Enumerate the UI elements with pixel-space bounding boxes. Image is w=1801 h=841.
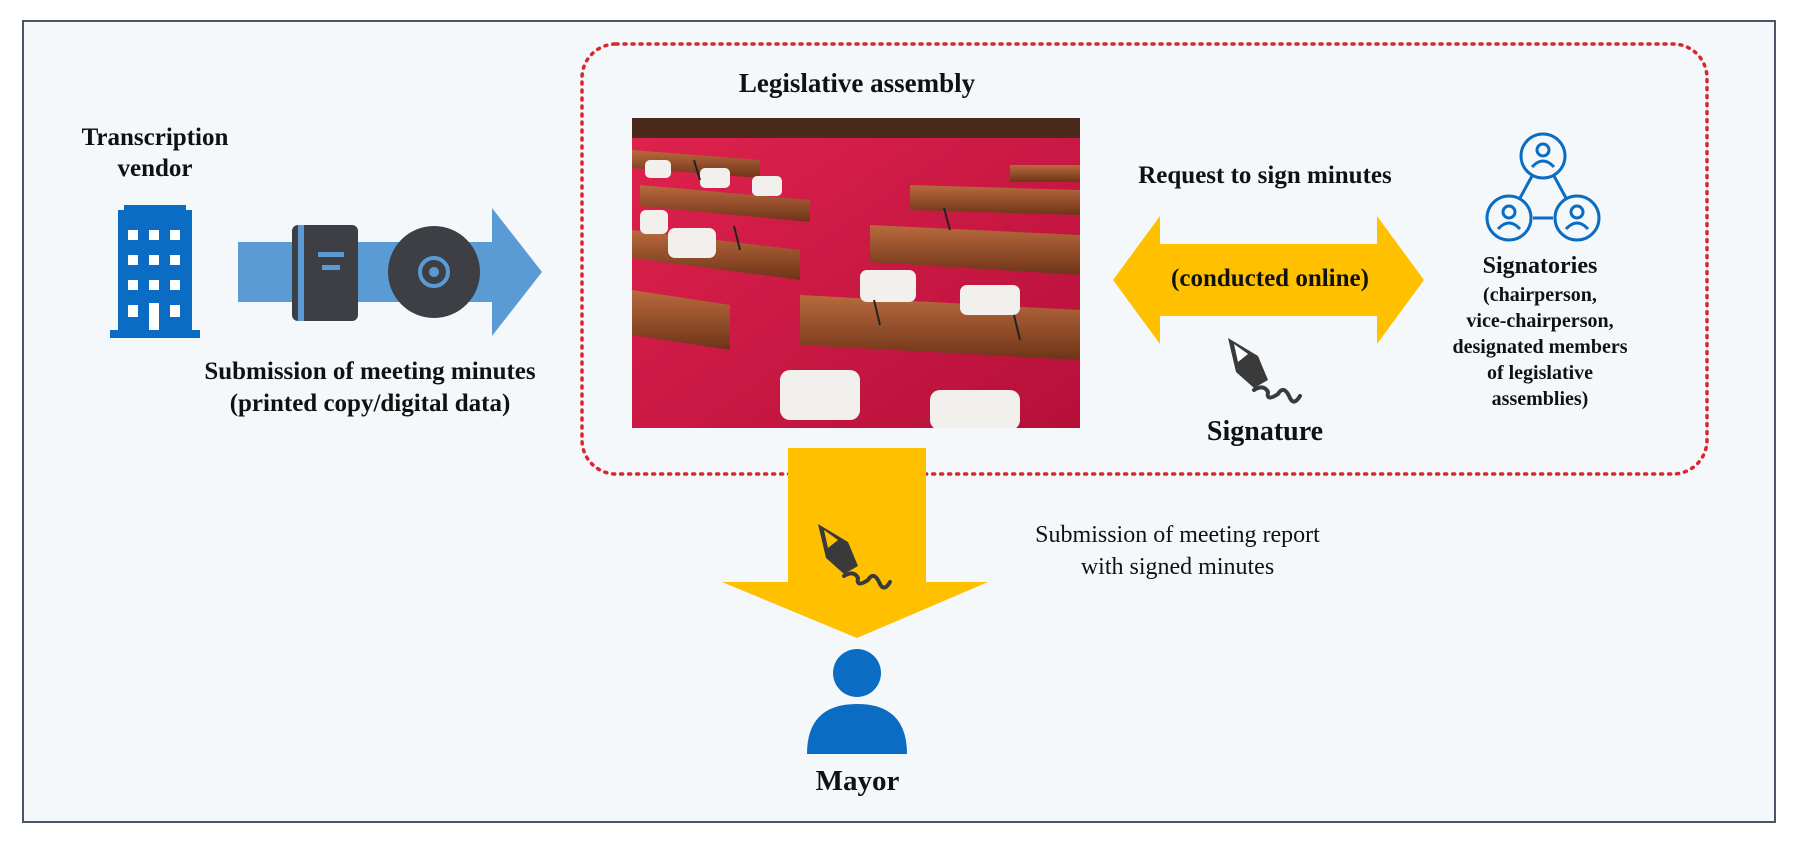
signatories-line2: vice-chairperson, [1466,310,1614,332]
assembly-hall-photo [632,118,1080,428]
cd-disc-icon [388,226,480,318]
submission-label-line1: Submission of meeting minutes [204,358,536,385]
signature-label: Signature [1206,416,1324,447]
fountain-pen-signature-icon [1228,338,1302,404]
person-icon [807,649,907,754]
submission-label-line2: (printed copy/digital data) [229,390,511,417]
fountain-pen-signature-icon [818,524,892,590]
signatories-line4: of legislative [1486,362,1594,384]
report-label-line2: with signed minutes [1080,554,1275,580]
assembly-title: Legislative assembly [738,68,976,98]
binder-icon [292,225,358,321]
signatories-line5: assemblies) [1491,388,1589,410]
online-label: (conducted online) [1171,265,1369,292]
request-label: Request to sign minutes [1138,162,1392,189]
signatories-title: Signatories [1482,253,1598,279]
legislative-assembly-boundary [580,42,1709,476]
request-double-arrow[interactable] [1113,216,1424,344]
vendor-label-line2: vendor [117,155,193,182]
signatories-line1: (chairperson, [1483,284,1597,306]
report-label-line1: Submission of meeting report [1035,522,1320,548]
mayor-label: Mayor [815,765,900,797]
office-building-icon [110,205,200,338]
vendor-label-line1: Transcription [81,124,229,151]
report-down-arrow [722,448,988,638]
signatories-line3: designated members [1452,336,1628,358]
network-people-icon [1485,132,1601,242]
